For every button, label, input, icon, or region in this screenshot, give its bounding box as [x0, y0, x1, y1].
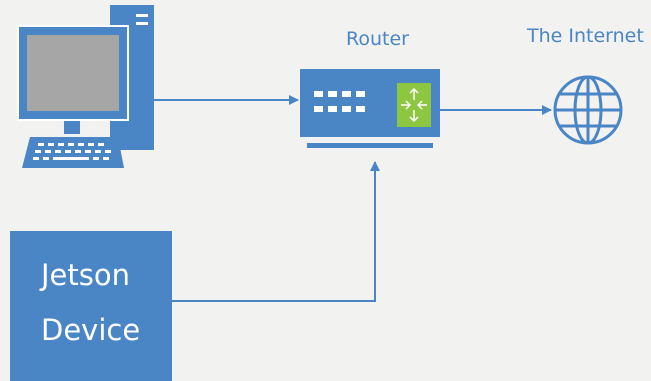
tower-slot — [136, 22, 148, 25]
jetson-device-box: Jetson Device — [10, 231, 172, 381]
router-base — [307, 143, 433, 148]
globe-icon — [553, 75, 623, 145]
keyboard-keys — [33, 143, 111, 160]
tower-slot — [136, 14, 148, 17]
jetson-label-line1: Jetson — [41, 258, 130, 292]
edge-jetson-router — [172, 161, 380, 302]
monitor-stand — [64, 121, 80, 134]
router-ports — [314, 91, 365, 112]
connectors — [154, 95, 552, 302]
internet-label: The Internet — [527, 25, 644, 47]
computer-icon — [17, 5, 154, 168]
computer-screen — [27, 35, 119, 111]
network-diagram — [17, 5, 623, 302]
jetson-label-line2: Device — [41, 313, 141, 347]
router-label: Router — [346, 28, 409, 50]
router-arrows-icon — [401, 87, 427, 123]
router-icon — [300, 69, 440, 148]
